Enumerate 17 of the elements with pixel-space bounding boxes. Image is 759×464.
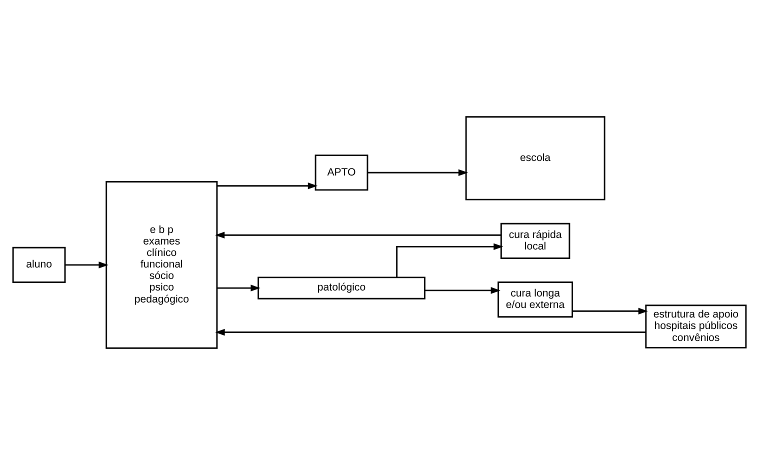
node-box: APTO [314, 154, 368, 190]
node-box: escola [465, 116, 606, 200]
node-box: e b p exames clínico funcional sócio psico pedagógico [106, 180, 218, 348]
node-box: cura rápida local [500, 222, 570, 258]
node-box: cura longa e/ou externa [498, 281, 574, 318]
arrow [217, 284, 260, 291]
arrow [396, 242, 504, 277]
node-box: estrutura de apoio hospitais públicos convênios [645, 304, 747, 348]
arrow [214, 231, 502, 238]
arrow [215, 328, 646, 336]
arrow [572, 307, 648, 314]
node-box: patológico [258, 276, 426, 299]
arrow [65, 261, 108, 268]
node-box: aluno [12, 246, 66, 282]
arrow [424, 286, 500, 294]
arrow [368, 168, 468, 176]
arrow [217, 182, 318, 189]
